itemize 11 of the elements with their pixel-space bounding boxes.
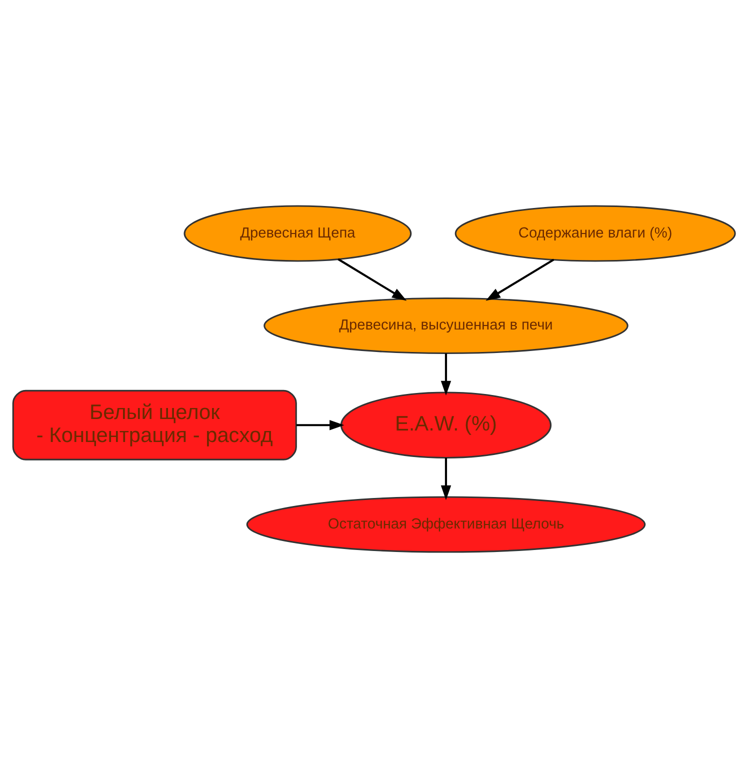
arrow [296,420,344,430]
node-ellipse: E.A.W. (%) [340,392,552,459]
node-ellipse: Древесная Щепа [184,205,412,262]
node-box: Белый щелок - Концентрация - расход [12,390,297,460]
node-ellipse: Древесина, высушенная в печи [264,297,628,354]
node-ellipse: Содержание влаги (%) [454,205,736,262]
arrow [486,258,554,301]
arrow [338,258,407,301]
node-ellipse: Остаточная Эффективная Щелочь [246,496,646,553]
arrow [440,353,452,396]
arrow [440,458,452,500]
